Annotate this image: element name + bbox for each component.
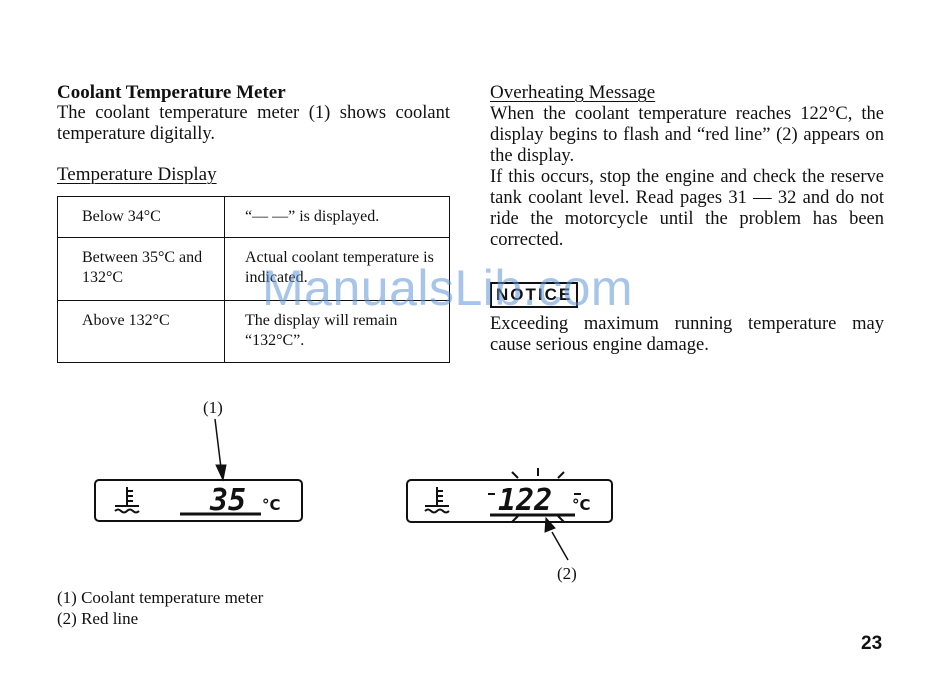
table-cell-display: The display will remain “132°C”.	[224, 300, 450, 363]
callout-2: (2)	[557, 564, 577, 583]
overheating-heading: Overheating Message	[490, 82, 656, 103]
table-cell-condition: Above 132°C	[57, 300, 225, 363]
notice-paragraph: Exceeding maximum running temperature ma…	[490, 314, 884, 355]
intro-paragraph: The coolant temperature meter (1) shows …	[57, 103, 450, 144]
table-row: Between 35°C and 132°C Actual coolant te…	[57, 237, 450, 301]
page-number: 23	[861, 633, 883, 654]
watermark: ManualsLib.com	[262, 260, 634, 316]
thermometer-icon	[114, 487, 140, 514]
action-paragraph: If this occurs, stop the engine and chec…	[490, 167, 884, 250]
table-cell-display: Actual coolant temperature is indicated.	[224, 237, 450, 301]
caption-2: (2) Red line	[57, 609, 139, 628]
table-cell-condition: Between 35°C and 132°C	[57, 237, 225, 301]
lcd-value-overheat: 122	[498, 483, 552, 518]
overheating-paragraph: When the coolant temperature reaches 122…	[490, 104, 884, 166]
thermometer-icon	[424, 487, 450, 514]
lcd-unit-normal: °C	[262, 496, 281, 514]
flash-rays	[488, 468, 581, 523]
lcd-unit-overheat: °C	[572, 496, 591, 514]
notice-label: NOTICE	[490, 282, 579, 308]
lcd-display-normal: 35 °C	[94, 479, 303, 522]
caption-1: (1) Coolant temperature meter	[57, 588, 264, 607]
table-row: Above 132°C The display will remain “132…	[57, 300, 450, 363]
lcd-display-overheat: 122 °C	[406, 468, 613, 523]
temperature-display-table: Below 34°C “— —” is displayed. Between 3…	[57, 196, 450, 363]
section-heading: Coolant Temperature Meter	[57, 82, 286, 103]
table-cell-condition: Below 34°C	[57, 196, 225, 238]
table-title: Temperature Display	[57, 164, 217, 185]
leader-line-1	[214, 418, 227, 482]
callout-1: (1)	[203, 398, 223, 417]
leader-line-2	[544, 516, 569, 561]
lcd-value-normal: 35	[209, 483, 246, 518]
